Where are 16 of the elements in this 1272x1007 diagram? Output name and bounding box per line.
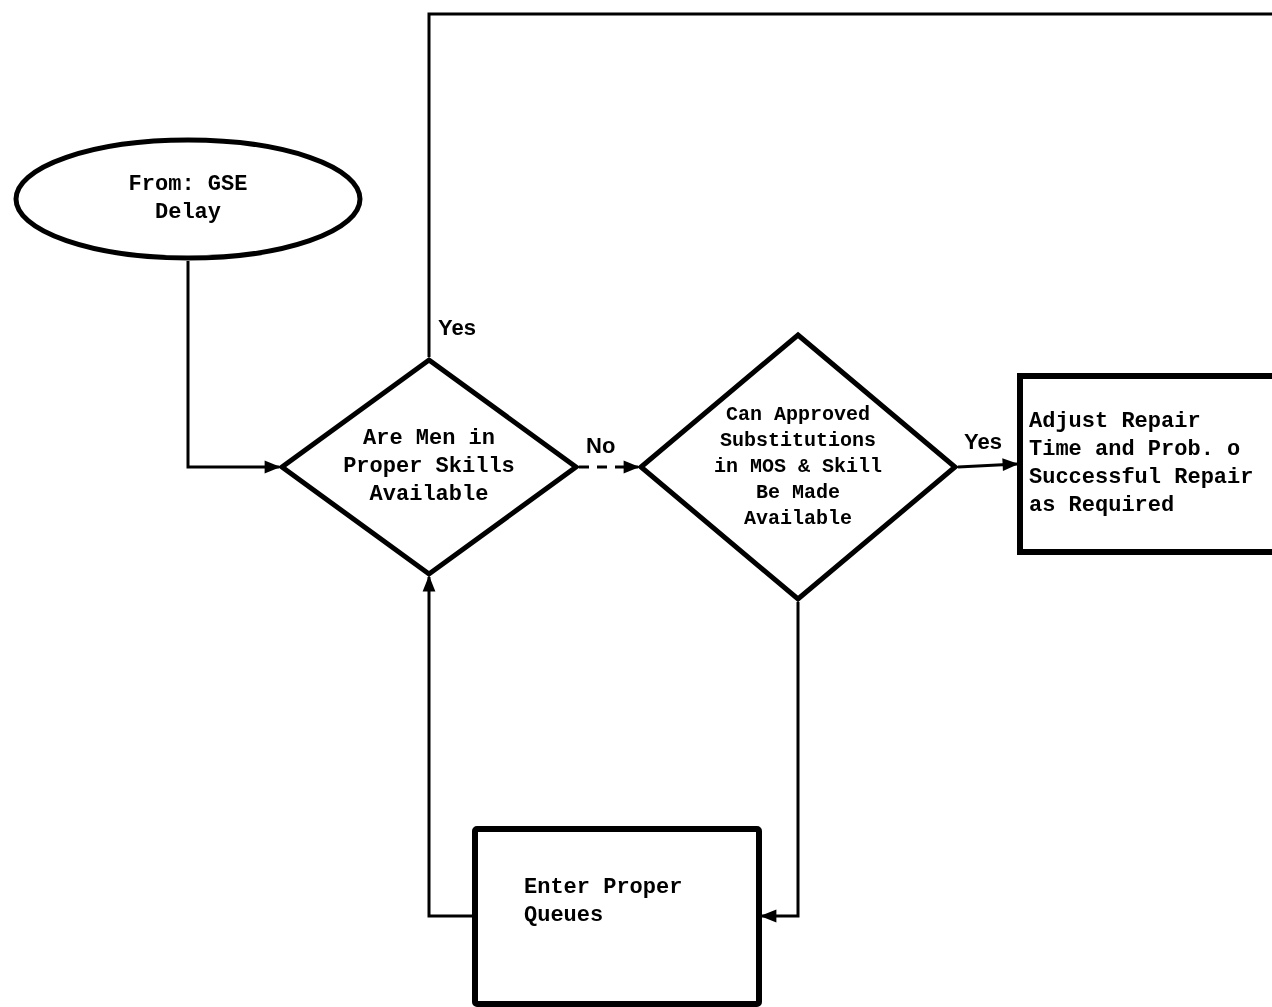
node-text: Can Approved Substitutions in MOS & Skill Be Made Available: [713, 402, 883, 532]
node-text: From: GSE Delay: [127, 171, 249, 227]
arrow: [422, 575, 472, 918]
decision-diamond: [638, 332, 958, 602]
node-text: Are Men in Proper Skills Available: [342, 425, 516, 509]
node-text: Enter Proper Queues: [524, 873, 684, 930]
arrow: [579, 460, 640, 474]
arrow: [760, 602, 800, 923]
node-text: Adjust Repair Time and Prob. o Successful Repair as Required: [1029, 408, 1255, 520]
arrow: [957, 458, 1019, 472]
process-box: [472, 826, 762, 1007]
process-box: [1017, 373, 1272, 555]
start-ellipse: [13, 137, 363, 261]
arrow: [186, 261, 281, 474]
connector-line: [427, 12, 1272, 357]
decision-diamond: [279, 357, 579, 577]
